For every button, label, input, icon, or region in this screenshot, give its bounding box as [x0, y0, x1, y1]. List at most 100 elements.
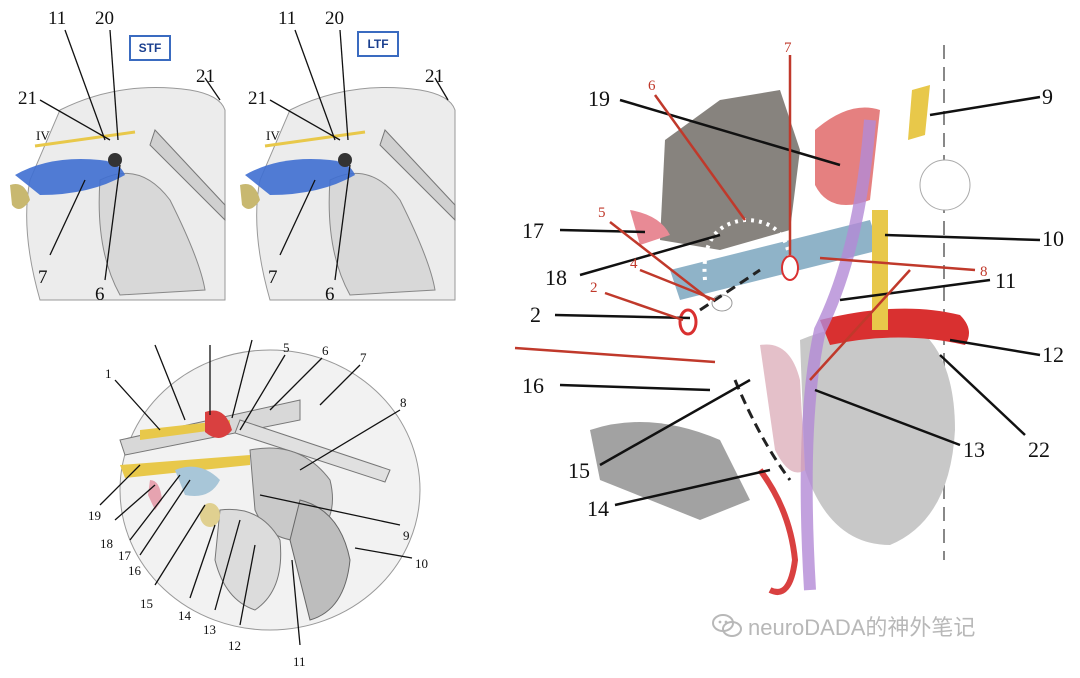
tentorium-band	[670, 220, 880, 300]
label-13: 13	[963, 437, 985, 462]
label-1: 1	[105, 366, 112, 381]
blue-structure	[175, 466, 220, 496]
retractor-blade	[379, 129, 456, 222]
badge-stf-text: STF	[139, 41, 162, 55]
nerve-root	[338, 153, 352, 167]
leader-red-4	[639, 268, 716, 302]
badge-ltf-text: LTF	[367, 37, 388, 51]
brainstem	[214, 508, 282, 611]
leader-6	[269, 357, 323, 411]
panel-stf: 11 20 21 21 IV 7 6 STF	[10, 8, 226, 305]
leader-12	[239, 544, 256, 626]
bottom-fibers	[590, 422, 750, 520]
label-7: 7	[360, 350, 367, 365]
label-22: 22	[1028, 437, 1050, 462]
leader-6	[334, 164, 351, 281]
leader-18	[114, 484, 156, 521]
label-17: 17	[118, 548, 132, 563]
label-red-2: 2	[590, 280, 598, 296]
trochlear-nerve-line	[34, 130, 136, 148]
leader-20	[109, 29, 119, 141]
leader-1	[114, 379, 161, 431]
leader-red-long	[514, 346, 716, 364]
cone-structure	[760, 344, 805, 473]
leader-15	[154, 504, 206, 586]
label-6: 6	[325, 284, 335, 305]
bone-yellow	[10, 184, 30, 209]
label-red-6: 6	[648, 78, 656, 94]
brainstem-region	[98, 172, 206, 296]
leader-11	[64, 29, 106, 141]
watermark-text: neuroDADA的神外笔记	[748, 615, 976, 640]
label-18: 18	[100, 536, 113, 551]
fiber-mass	[660, 90, 800, 250]
label-red-8: 8	[980, 264, 988, 280]
label-red-7: 7	[784, 40, 792, 56]
leader-10	[354, 547, 413, 559]
nerve-purple	[800, 119, 876, 591]
label-19: 19	[588, 86, 610, 111]
leader-6	[104, 164, 121, 281]
retractor	[234, 419, 391, 483]
foramen-circle	[919, 159, 971, 211]
label-11: 11	[995, 268, 1016, 293]
leader-12	[949, 338, 1041, 357]
leader-red-5	[609, 221, 711, 301]
wechat-logo-icon	[712, 614, 742, 637]
stf-badge: STF	[129, 35, 171, 61]
label-20: 20	[325, 8, 344, 29]
leader-8	[299, 409, 401, 471]
label-19: 19	[88, 508, 101, 523]
leader-19	[99, 464, 141, 506]
label-7: 7	[38, 267, 48, 288]
leader-14	[614, 468, 771, 507]
panel-exposure: 1 5 6 7 8 19 18 17 16 15 14 13 12 11 10 …	[88, 339, 428, 669]
leader-21b	[434, 77, 449, 101]
nerve-10	[872, 210, 888, 330]
vessel-bottom	[757, 468, 799, 595]
leader-15	[599, 378, 751, 467]
label-21b: 21	[425, 66, 444, 87]
label-16: 16	[522, 373, 544, 398]
ltf-badge: LTF	[357, 31, 399, 57]
panel-schematic: 19 17 18 2 16 15 14 9 10 11 12 13 22 6 7…	[514, 40, 1064, 595]
label-15: 15	[568, 458, 590, 483]
leader-20	[339, 29, 349, 141]
watermark: neuroDADA的神外笔记	[712, 610, 975, 642]
label-red-4: 4	[630, 256, 638, 272]
label-12: 12	[228, 638, 241, 653]
tentorium-blue	[15, 159, 125, 195]
label-red-5: 5	[598, 205, 606, 221]
yellow-nodule	[200, 503, 220, 527]
leader-21	[39, 99, 111, 141]
oval-4	[711, 294, 733, 312]
leader-7	[49, 179, 86, 256]
label-21: 21	[18, 88, 37, 109]
brainstem-sphere	[800, 324, 955, 545]
leader-19	[619, 98, 841, 167]
label-9: 9	[1042, 84, 1053, 109]
label-10: 10	[1042, 226, 1064, 251]
leader-13	[214, 519, 241, 611]
label-21b: 21	[196, 66, 215, 87]
label-2: 2	[530, 302, 541, 327]
leader-red-6	[653, 94, 747, 221]
leader-17	[129, 474, 181, 541]
panel-ltf: 11 20 21 21 IV 7 6 LTF	[240, 8, 456, 305]
leader-18	[579, 233, 721, 277]
label-6: 6	[95, 284, 105, 305]
leader-10	[884, 233, 1041, 242]
label-6: 6	[322, 343, 329, 358]
leader-11	[839, 278, 991, 302]
oval-2	[678, 308, 698, 336]
leader-22	[939, 354, 1026, 436]
leader-14	[189, 524, 216, 599]
label-11: 11	[48, 8, 66, 29]
label-15: 15	[140, 596, 153, 611]
leader-13	[814, 388, 961, 447]
leader-red-8a	[819, 256, 976, 272]
dashed-path	[699, 268, 792, 481]
label-11: 11	[278, 8, 296, 29]
